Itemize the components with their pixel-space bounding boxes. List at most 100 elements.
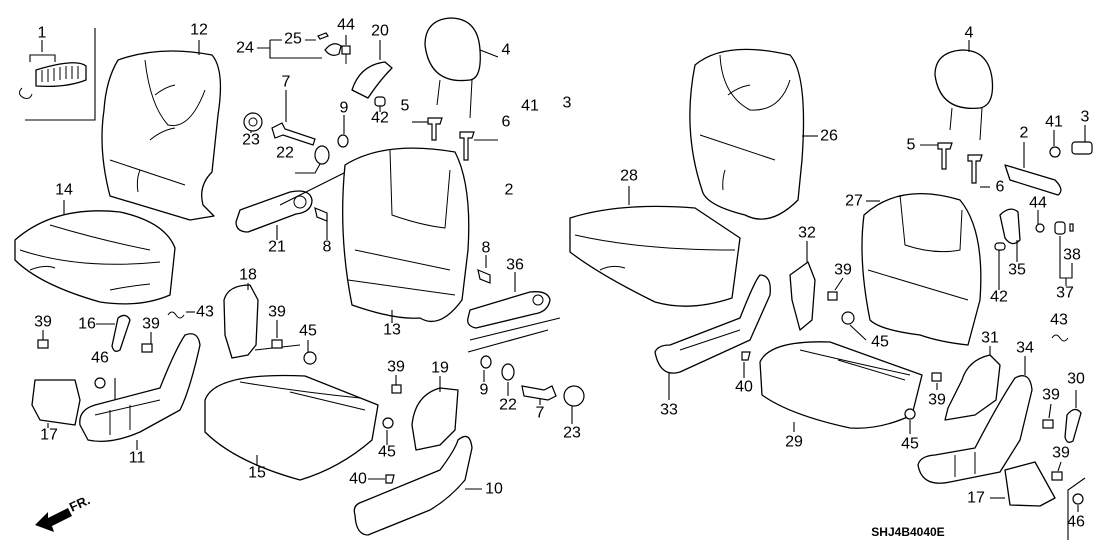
seat-cushion-14 [14,200,176,305]
callout: 45 [378,444,396,461]
seat-back-13 [342,147,470,323]
callout: 23 [563,425,581,442]
callout: 13 [383,322,401,339]
callout: 45 [871,334,889,351]
callout: 30 [1067,371,1085,388]
recliner-19 [411,376,459,451]
callout: 28 [620,168,638,185]
cover-24-25-bracket [257,32,342,59]
callout: 37 [1056,285,1074,302]
callout: 39 [34,314,52,331]
headrest-4-left [424,17,499,119]
headrest-guide-6 [459,131,498,161]
callout: 40 [349,471,367,488]
cap-3-right [1071,125,1093,155]
clip-40-left [368,474,395,484]
callout: 33 [660,402,678,419]
callout: 25 [284,31,302,48]
screw-39-a [37,330,49,349]
cup-holder-17-right [990,461,1056,507]
callout: 46 [91,350,109,367]
callout: 42 [371,110,389,127]
callout: 46 [1067,514,1085,531]
bracket-37-38 [1054,221,1074,286]
bolt-7 [271,90,316,146]
callout: 17 [967,490,985,507]
side-trim-33 [654,274,771,400]
diagram-code: SHJ4B4040E [871,525,944,539]
callout: 44 [337,17,355,34]
lever-30 [1064,390,1082,443]
callout: 1 [38,25,47,42]
callout: 41 [1045,114,1063,131]
callout: 42 [990,289,1008,306]
bushing-22 [295,145,330,174]
cup-holder-17-left [31,379,81,428]
callout: 11 [129,450,146,467]
seat-cushion-15 [204,374,379,481]
callout: 19 [431,360,449,377]
screw-39-b [141,332,153,353]
screw-44 [341,35,351,64]
callout: 4 [965,25,974,42]
callout: 35 [1008,262,1026,279]
callout: 39 [928,392,946,409]
callout: 12 [190,22,208,39]
side-trim-11 [79,333,201,450]
callout: 43 [196,304,214,321]
seat-cushion-29 [759,341,923,432]
callout-labels: 1 12 24 25 44 20 4 7 9 5 42 41 3 23 6 22… [34,17,1089,531]
callout: 10 [485,481,503,498]
side-trim-34 [917,356,1033,484]
screw-44-right [1035,210,1045,233]
spring-43-right [1051,334,1069,342]
callout: 3 [1081,109,1090,126]
clip-45-c [841,311,867,341]
clip-40-right [741,351,751,378]
callout: 15 [248,465,266,482]
callout: 16 [78,316,96,333]
screw-39-c [271,320,283,349]
lever-16 [96,314,131,352]
side-trim-10 [353,435,482,536]
callout: 45 [299,323,317,340]
callout: 40 [735,379,753,396]
seat-cushion-28 [569,186,741,307]
callout: 41 [521,98,539,115]
armrest-21 [235,169,361,240]
clip-45-b [382,417,394,445]
washer-9 [337,115,349,148]
callout: 9 [340,100,349,117]
callout: 39 [268,304,286,321]
seat-back-12 [101,40,222,221]
callout: 17 [40,427,58,444]
bolt-8-left [314,207,328,240]
callout: 18 [239,267,257,284]
spring-clip-set-1 [18,28,96,121]
callout: 21 [268,239,286,256]
cap-46-right [1067,477,1086,540]
callout: 34 [1016,340,1034,357]
callout: 6 [502,114,511,131]
handle-2-right [1004,142,1062,196]
callout: 7 [282,74,291,91]
headrest-guide-6-right [967,154,990,188]
callout: 39 [387,359,405,376]
clip-45-a [303,340,317,365]
cap-42 [374,96,386,112]
seat-back-27 [861,193,982,346]
callout: 22 [499,397,517,414]
screw-39-e [827,277,844,301]
clip-45-d [904,408,916,434]
callout: 43 [1050,312,1068,329]
callout: 39 [834,262,852,279]
spring-43-left [167,311,195,319]
headrest-4-right [934,40,994,141]
screw-39-d [391,375,402,394]
front-arrow: FR. [35,492,92,532]
cap-23-b [563,385,585,424]
recliner-32 [789,241,816,331]
nut-23 [243,112,263,133]
callout: 14 [55,182,73,199]
